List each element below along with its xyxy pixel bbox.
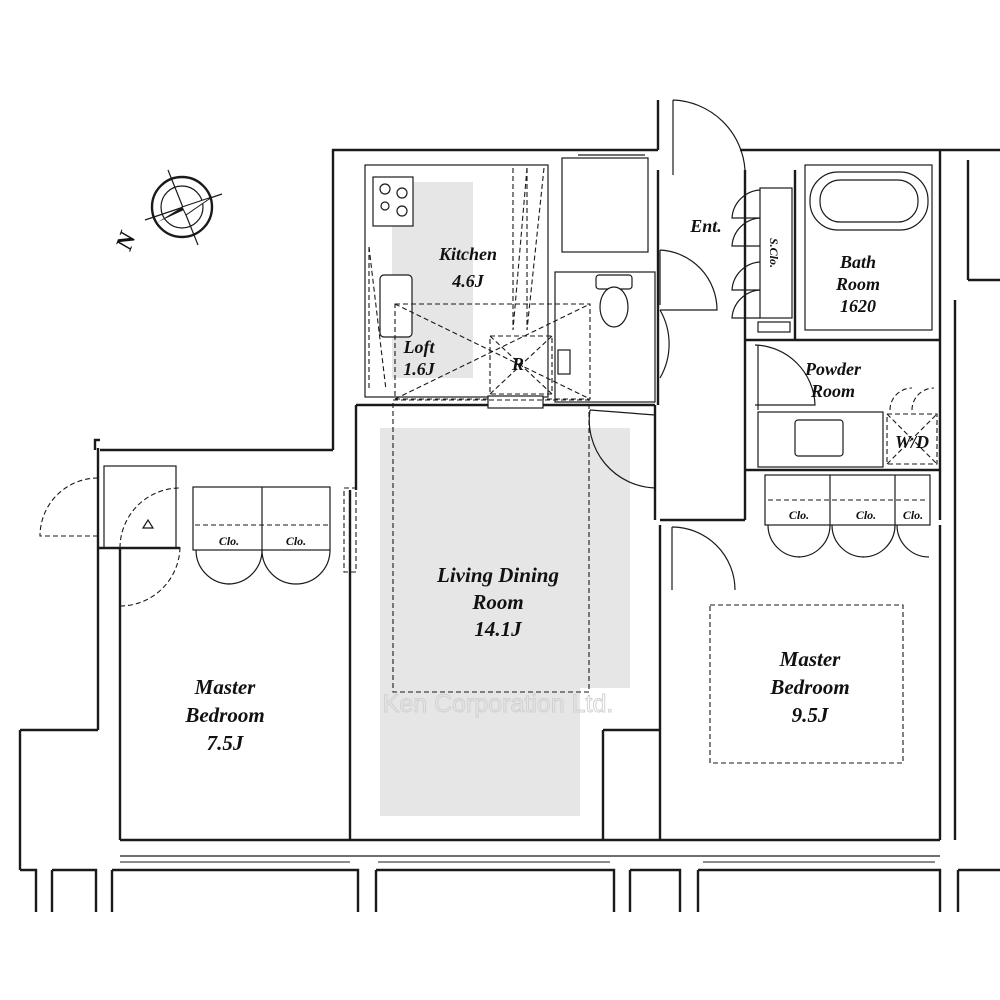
refrigerator-icon: [489, 335, 553, 395]
bedroom-right-ceiling-outline: [709, 604, 904, 764]
closet-right-2-label: Clo.: [856, 508, 876, 522]
powder-label-line1: Powder: [804, 359, 862, 379]
refrigerator-mark: R: [511, 354, 524, 374]
compass-icon: N: [111, 169, 223, 255]
loft-size: 1.6J: [403, 359, 436, 379]
bathtub-icon: [809, 171, 929, 231]
stove-icon: [372, 176, 414, 227]
compass-north-label: N: [111, 227, 142, 255]
warning-triangle-icon: [141, 518, 155, 529]
closet-left-1-label: Clo.: [219, 534, 239, 548]
bath-size: 1620: [840, 296, 876, 316]
bedroom-left-label-line1: Master: [194, 675, 257, 699]
bedroom-right-label-line1: Master: [779, 647, 842, 671]
living-size: 14.1J: [474, 617, 523, 641]
powder-label-line2: Room: [810, 381, 855, 401]
balcony-columns: [20, 861, 1000, 912]
bedroom-right-size: 9.5J: [792, 703, 830, 727]
bath-label-line1: Bath: [839, 252, 876, 272]
living-ceiling-outline: [392, 399, 590, 693]
entrance-label: Ent.: [689, 216, 722, 236]
washbasin-icon: [794, 419, 844, 457]
watermark: Ken Corporation Ltd.: [383, 690, 614, 718]
shoe-closet-label: S.Clo.: [767, 238, 781, 268]
closet-left-2-label: Clo.: [286, 534, 306, 548]
living-floor-shade-lower: [380, 688, 580, 816]
washer-label: W/D: [895, 432, 929, 452]
living-label-line1: Living Dining: [436, 563, 559, 587]
closets-graphics: [192, 474, 931, 585]
kitchen-fixtures: [364, 154, 656, 409]
sink-icon: [379, 274, 413, 338]
bedroom-left-label-line2: Bedroom: [184, 703, 264, 727]
bath-label-line2: Room: [835, 274, 880, 294]
bedroom-left-size: 7.5J: [207, 731, 245, 755]
doors: [39, 99, 935, 607]
kitchen-label: Kitchen: [438, 244, 497, 264]
living-label-line2: Room: [471, 590, 523, 614]
loft-label: Loft: [403, 337, 436, 357]
kitchen-size: 4.6J: [451, 271, 485, 291]
closet-right-1-label: Clo.: [789, 508, 809, 522]
living-floor-shade: [380, 428, 630, 688]
closet-right-3-label: Clo.: [903, 508, 923, 522]
washer-icon: [886, 413, 938, 465]
shoe-closet: [759, 187, 793, 319]
bath-fixtures: [757, 164, 938, 468]
bedroom-right-label-line2: Bedroom: [769, 675, 849, 699]
